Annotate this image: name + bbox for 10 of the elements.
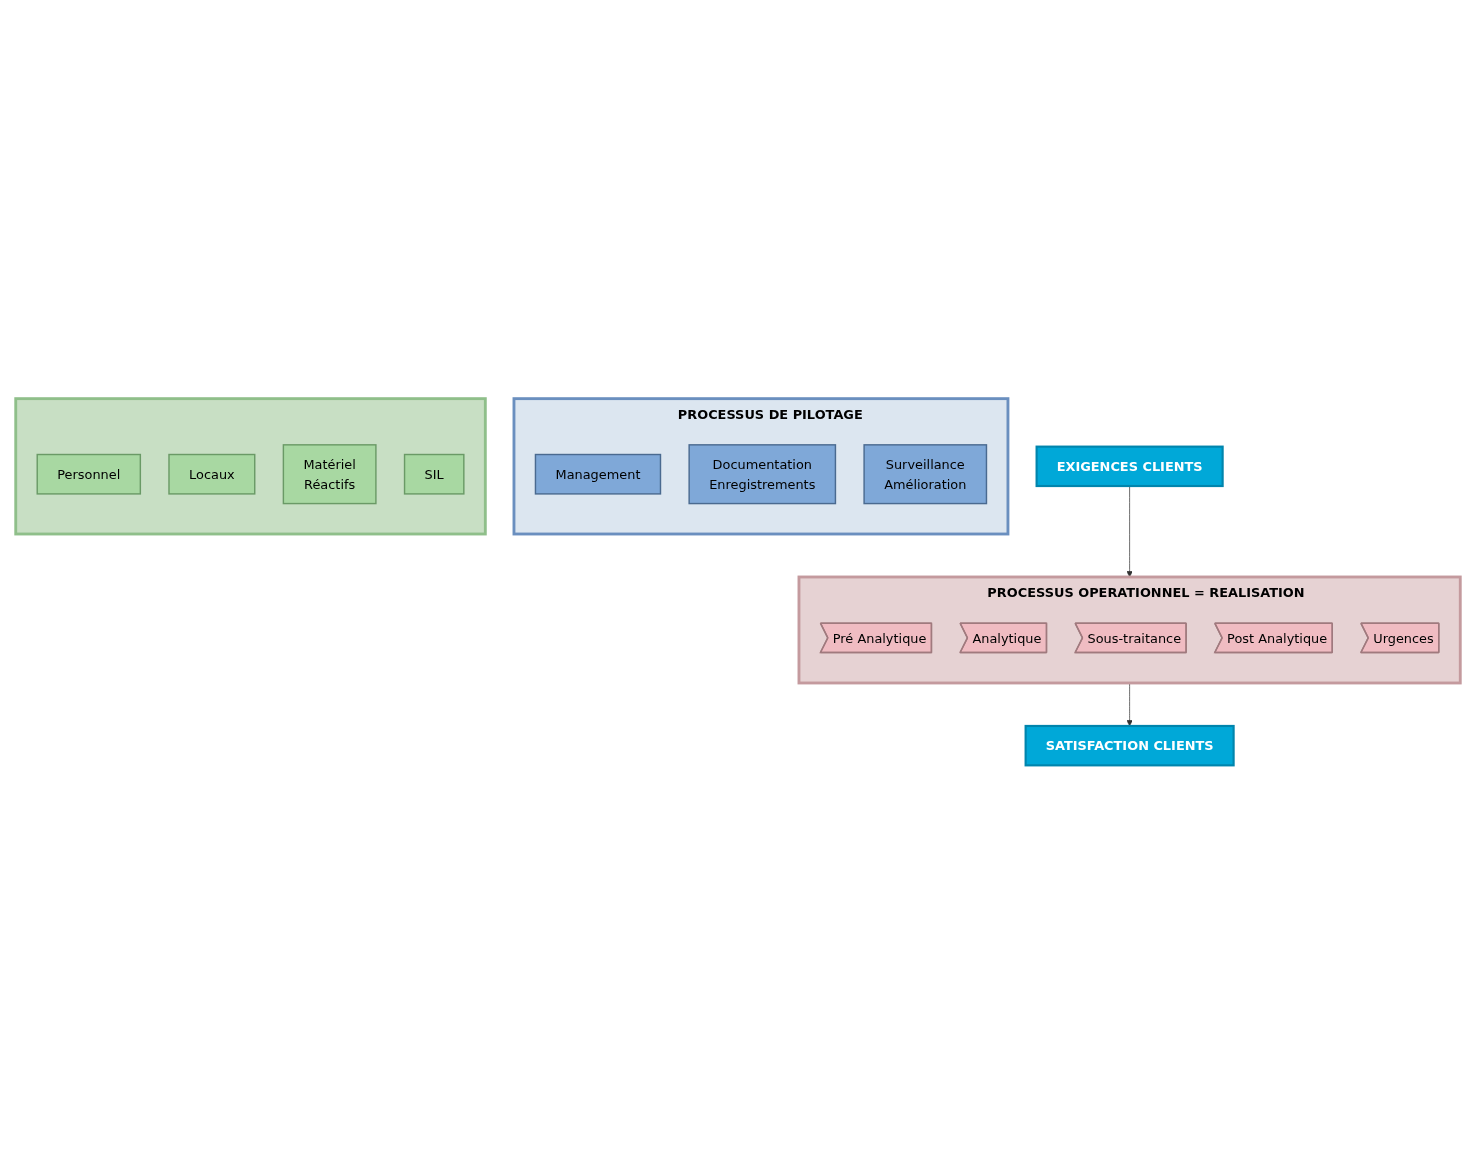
- node-box: Management: [534, 453, 662, 495]
- cluster: [14, 397, 487, 536]
- node-box: EXIGENCES CLIENTS: [1035, 445, 1224, 488]
- node-box: Surveillance Amélioration: [863, 444, 988, 505]
- node-box: SATISFACTION CLIENTS: [1024, 724, 1235, 767]
- node-box: Documentation Enregistrements: [688, 444, 837, 505]
- node-box: SIL: [403, 453, 465, 495]
- node-box: Locaux: [168, 453, 256, 495]
- node-box: Matériel Réactifs: [282, 444, 377, 505]
- node-box: Personnel: [36, 453, 142, 495]
